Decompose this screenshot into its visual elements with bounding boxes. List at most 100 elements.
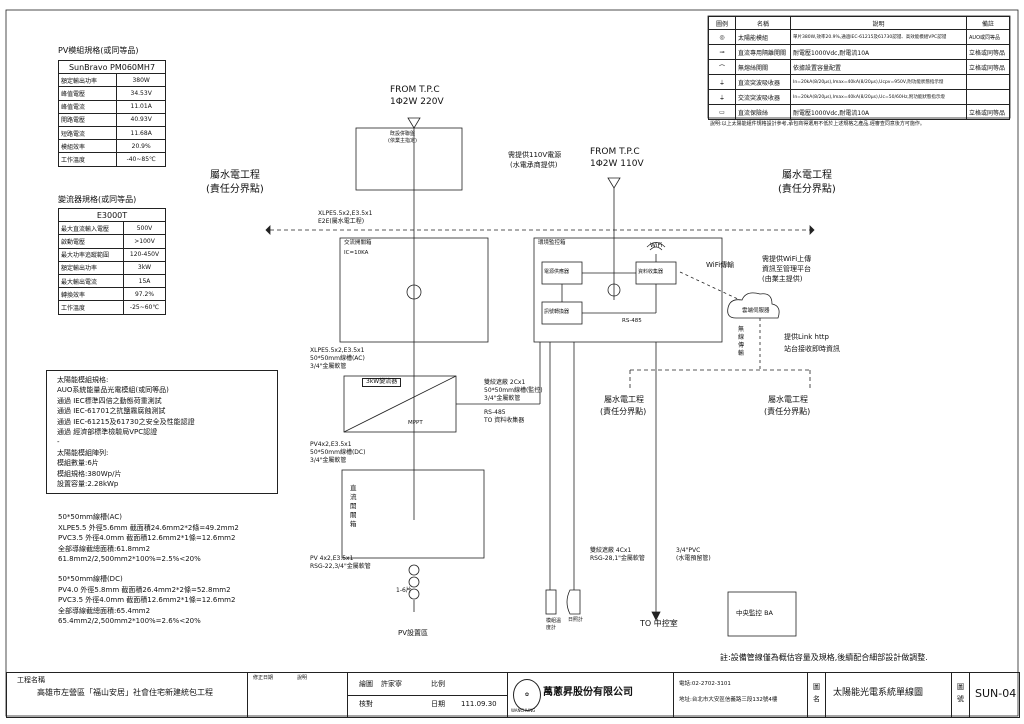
legend-breaker-icon: ⌒ xyxy=(708,59,736,76)
inv-spec-title: 變流器規格(或同等品) xyxy=(58,195,137,204)
conduit-ac-line: XLPE5.5 外徑5.6mm 截面積24.6mm2*2條=49.2mm2 xyxy=(58,523,239,532)
cable-top: XLPE5.5x2,E3.5x1 xyxy=(318,210,373,217)
cloud-label: 雲端伺服器 xyxy=(742,308,770,314)
mppt-label: MPPT xyxy=(408,420,423,426)
legend-remark: 立格或同等品 xyxy=(966,59,1010,76)
pv-row-label: 峰值電壓 xyxy=(57,86,118,101)
pv-row-value: 34.53V xyxy=(116,86,166,101)
central-ba-box xyxy=(727,591,797,637)
conduit-dc-line: 50*50mm線槽(DC) xyxy=(58,575,123,583)
legend-note: 說明:以上太陽能組件規格設計參考,承包商得選用不低於上述規格之產品,經審查同意後… xyxy=(710,121,925,127)
conduit-dc-notes: 50*50mm線槽(DC) PV4.0 外徑5.8mm 截面積26.4mm2*2… xyxy=(58,574,235,627)
drawn-label: 繪圖 xyxy=(359,680,373,688)
dc-box-outline xyxy=(341,469,485,559)
module-note-line: 通過 經濟部標準檢驗局VPC認證 xyxy=(57,428,158,437)
dwg-no: SUN-04 xyxy=(975,687,1017,700)
conduit-ac-notes: 50*50mm線槽(AC) XLPE5.5 外徑5.6mm 截面積24.6mm2… xyxy=(58,512,239,565)
module-note-line: 通過 IEC-61701之抗鹽霧腐蝕測試 xyxy=(57,407,166,416)
inv-row-label: 啟動電壓 xyxy=(57,234,125,249)
pv-row-value: 40.93V xyxy=(116,112,166,127)
module-note-line: 通過 IEC標準四倍之動態荷重測試 xyxy=(57,396,162,405)
resp-left-label: 屬水電工程 xyxy=(210,170,260,181)
tpc-right-voltage: 1Φ2W 110V xyxy=(590,159,644,169)
ac-panel-outline xyxy=(339,237,489,343)
cloud-shape xyxy=(727,292,780,319)
conduit-dc-line: PVC3.5 外徑4.0mm 截面積12.6mm2*1條=12.6mm2 xyxy=(58,596,236,604)
rs485-b-label: RS-485 xyxy=(622,318,642,324)
legend-header: 備註 xyxy=(966,15,1010,31)
conduit-dc-line: 65.4mm2/2,500mm2*100%=2.6%<20% xyxy=(58,617,201,625)
pv-row-label: 短路電流 xyxy=(57,125,118,141)
inv-row-label: 最大輸出電流 xyxy=(57,273,125,289)
inv-row-label: 額定輸出功率 xyxy=(57,260,125,275)
legend-header: 說明 xyxy=(790,15,967,31)
tpc-right-label: FROM T.P.C xyxy=(590,147,640,157)
dc-cable-3: 3/4"金屬軟管 xyxy=(310,457,347,464)
pv-model: SunBravo PM060MH7 xyxy=(58,59,166,75)
meter-box-label: 既設併聯盤 xyxy=(390,131,416,137)
pv-row-label: 模組效率 xyxy=(57,139,118,154)
legend-remark: AUO或同等品 xyxy=(966,29,1010,46)
inverter-label: 3kW變流器 xyxy=(362,378,402,387)
inv-row-value: -25~60℃ xyxy=(123,300,166,315)
resp-mid2: 屬水電工程 xyxy=(768,395,808,404)
legend-remark: 立格或同等品 xyxy=(966,104,1010,121)
tpc-left-label: FROM T.P.C xyxy=(390,85,440,95)
conduit-ac-line: 61.8mm2/2,500mm2*100%=2.5%<20% xyxy=(58,555,201,563)
dc-box-label: 直流開關箱 xyxy=(350,484,357,528)
pv-spec-title: PV模組規格(或同等品) xyxy=(58,46,139,55)
title-block: 工程名稱 高雄市左營區「福山安居」社會住宅新建統包工程 修正日期 說明 繪圖 許… xyxy=(6,672,1020,718)
meter-box-sub: (依業主指定) xyxy=(388,138,417,144)
inv-row-label: 最大功率追蹤範圍 xyxy=(57,247,125,262)
to-control-label: TO 中控室 xyxy=(640,619,678,628)
legend-pv-icon: ◎ xyxy=(708,29,736,46)
wireless-label: 無線傳輸 xyxy=(738,326,745,357)
tpc-left-symbol xyxy=(407,117,421,129)
module-note-line: 設置容量:2.28kWp xyxy=(57,480,119,489)
inv-row-label: 工作溫度 xyxy=(57,300,125,315)
resp-left-sub: (責任分界點) xyxy=(206,184,264,195)
to-data-label: TO 資料收集器 xyxy=(484,417,525,424)
pvc-sub: (水電預留管) xyxy=(676,555,711,562)
inv-row-value: 3kW xyxy=(123,260,166,275)
legend-name: 交流突波吸收器 xyxy=(735,89,791,106)
pv-row-value: 11.68A xyxy=(116,125,166,141)
legend-desc: 依據設置容量配置 xyxy=(790,59,967,76)
legend-dc-spd-icon: ⏚ xyxy=(708,74,736,91)
module-note-line: - xyxy=(57,438,60,447)
comm-cable-3: 3/4"金屬軟管 xyxy=(484,395,521,402)
date-label: 日期 xyxy=(431,700,445,708)
kwh-meter xyxy=(406,284,422,300)
wifi-trans-label: WiFi傳輸 xyxy=(706,261,735,269)
check-label: 核對 xyxy=(359,700,373,708)
conduit-ac-line: 50*50mm線槽(AC) xyxy=(58,513,122,521)
rev-desc-label: 說明 xyxy=(297,675,308,681)
pv-row-value: 380W xyxy=(116,73,166,88)
link-http-2: 站台接收即時資訊 xyxy=(784,345,840,353)
sensor-cable-2: RSG-28,1"金屬軟管 xyxy=(590,555,645,562)
pvc-label: 3/4"PVC xyxy=(676,547,701,554)
pv-cable-2: RSG-22,3/4"金屬軟管 xyxy=(310,563,371,570)
cable-top-sub: E2E(屬水電工程) xyxy=(318,218,365,225)
resp-right-label: 屬水電工程 xyxy=(782,170,832,181)
comm-cable-2: 50*50mm線槽(監控) xyxy=(484,387,543,394)
power-supply-label: 電源供應器 xyxy=(544,269,570,275)
temp-sensor-label: 模組溫度計 xyxy=(546,618,562,631)
legend-remark xyxy=(966,89,1010,106)
scale-label: 比例 xyxy=(431,680,445,688)
dwg-no-label: 圖號 xyxy=(957,683,964,703)
footnote: 註:設備管線僅為概估容量及規格,後續配合細部設計做調整. xyxy=(720,653,928,662)
legend-name: 太陽能模組 xyxy=(735,29,791,46)
ac-panel-label: 交流開關箱 xyxy=(344,240,372,246)
inv-row-value: 500V xyxy=(123,221,166,236)
legend-fuse-icon: ▭ xyxy=(708,104,736,121)
dwg-name: 太陽能光電系統單線圖 xyxy=(833,688,924,698)
irr-meter-label: 日照計 xyxy=(568,617,584,623)
legend-remark xyxy=(966,74,1010,91)
pv-row-label: 開路電壓 xyxy=(57,112,118,127)
monitor-box-label: 環境監控箱 xyxy=(538,240,566,246)
inv-row-value: 97.2% xyxy=(123,287,166,302)
central-ba-label: 中央監控 BA xyxy=(736,609,773,617)
pv-row-label: 工作溫度 xyxy=(57,152,118,167)
dc-cable-1: PV4x2,E3.5x1 xyxy=(310,441,352,448)
